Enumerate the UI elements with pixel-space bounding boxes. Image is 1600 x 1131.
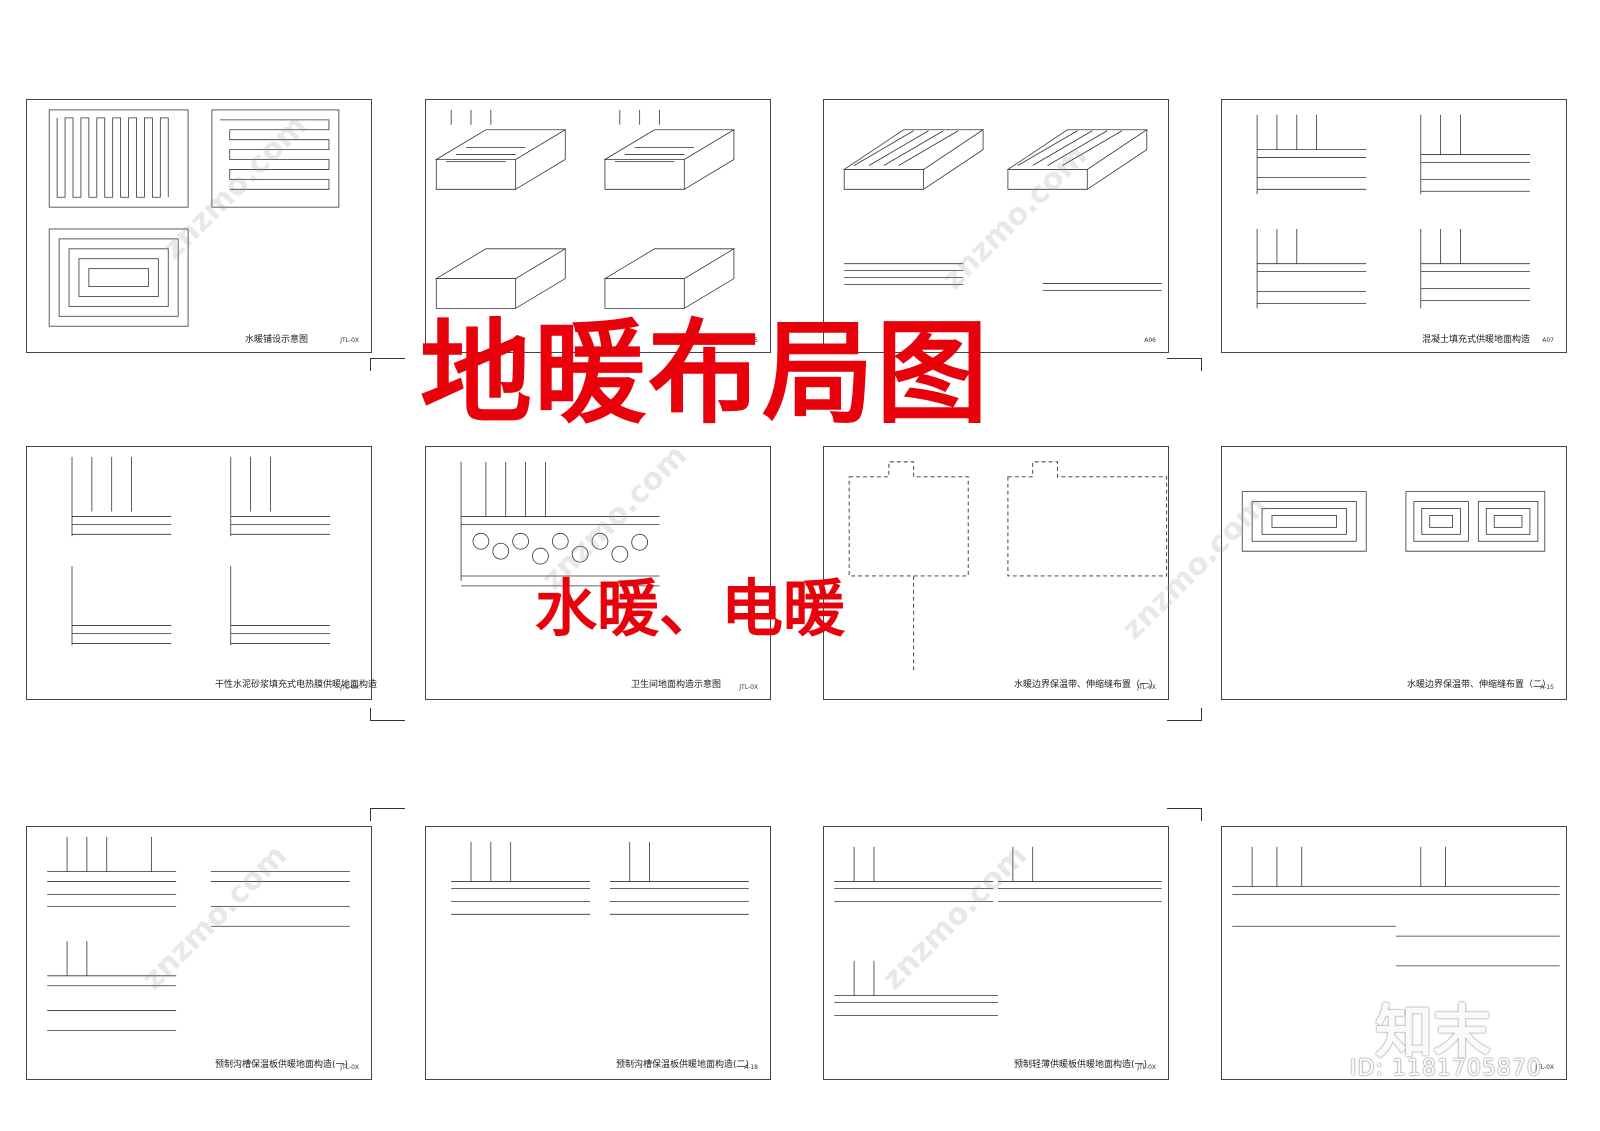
sheet-6-title: 卫生间地面构造示意图 <box>631 680 722 690</box>
sheet-8-drawing <box>1241 491 1546 552</box>
sheet-5-code: JTL-0X <box>340 684 359 691</box>
sheet-11-drawing <box>834 846 1162 1016</box>
sheet-5[interactable]: 干性水泥砂浆填充式电热膜供暖地面构造 JTL-0X <box>26 446 377 700</box>
sheet-6-drawing <box>460 461 660 587</box>
sheet-4-title: 混凝土填充式供暖地面构造 <box>1422 335 1531 345</box>
sheet-1[interactable]: 水暖铺设示意图 JTL-0X <box>26 99 372 353</box>
id-text: ID: 1181705870 <box>1350 1056 1542 1081</box>
sheet-6-code: JTL-0X <box>739 684 758 691</box>
crop-mark <box>370 808 405 821</box>
sheet-8[interactable]: 水暖边界保温带、伸缩缝布置（二） A-15 <box>1221 446 1567 700</box>
crop-mark <box>370 708 405 721</box>
sheet-7-code: JTL-0X <box>1137 684 1156 691</box>
sheet-5-drawing <box>71 456 330 646</box>
sheet-8-code: A-15 <box>1540 684 1554 691</box>
sheet-12-code: JTL-0X <box>1535 1064 1554 1071</box>
sheet-3-drawing <box>842 129 1162 291</box>
crop-mark <box>1167 708 1202 721</box>
sheet-7-title: 水暖边界保温带、伸缩缝布置（一） <box>1014 680 1159 690</box>
sheet-4-drawing <box>1256 114 1530 309</box>
sheet-9-title: 预制沟槽保温板供暖地面构造(一) <box>215 1060 349 1070</box>
sheet-7[interactable]: 水暖边界保温带、伸缩缝布置（一） JTL-0X <box>823 446 1169 700</box>
sheet-10-drawing <box>451 841 749 915</box>
sheet-5-title: 干性水泥砂浆填充式电热膜供暖地面构造 <box>215 680 378 690</box>
sheet-11-title: 预制轻薄供暖板供暖地面构造(一) <box>1014 1060 1148 1070</box>
sheet-10-code: A-18 <box>744 1064 758 1071</box>
sheet-2[interactable]: A05 <box>425 99 771 353</box>
sheet-1-code: JTL-0X <box>340 337 359 344</box>
sheet-7-drawing <box>848 461 1168 671</box>
sheet-9-code: JTL-0X <box>340 1064 359 1071</box>
subheadline: 水暖、电暖 <box>535 572 846 645</box>
sheet-3[interactable]: A06 <box>823 99 1169 353</box>
sheet-10-title: 预制沟槽保温板供暖地面构造(二) <box>616 1060 750 1070</box>
crop-mark <box>1167 808 1202 821</box>
crop-mark <box>1167 358 1202 371</box>
sheet-3-code: A06 <box>1144 337 1156 344</box>
sheet-12[interactable]: JTL-0X <box>1221 826 1567 1080</box>
sheet-2-drawing <box>434 109 736 309</box>
sheet-9[interactable]: 预制沟槽保温板供暖地面构造(一) JTL-0X <box>26 826 372 1080</box>
crop-mark <box>370 358 405 371</box>
sheet-1-title: 水暖铺设示意图 <box>245 335 309 345</box>
sheet-1-drawing <box>48 109 340 327</box>
sheet-12-drawing <box>1232 846 1560 967</box>
sheet-6[interactable]: 卫生间地面构造示意图 JTL-0X <box>425 446 771 700</box>
sheet-4[interactable]: 混凝土填充式供暖地面构造 A07 <box>1221 99 1567 353</box>
sheet-11[interactable]: 预制轻薄供暖板供暖地面构造(一) JTL-0X <box>823 826 1169 1080</box>
sheet-9-drawing <box>47 836 350 1031</box>
sheet-11-code: JTL-0X <box>1137 1064 1156 1071</box>
headline: 地暖布局图 <box>420 309 990 439</box>
sheet-2-code: A05 <box>746 337 758 344</box>
brand-logo: 知末 <box>1375 998 1492 1066</box>
sheet-4-code: A07 <box>1542 337 1554 344</box>
sheet-8-title: 水暖边界保温带、伸缩缝布置（二） <box>1407 680 1552 690</box>
sheet-10[interactable]: 预制沟槽保温板供暖地面构造(二) A-18 <box>425 826 771 1080</box>
